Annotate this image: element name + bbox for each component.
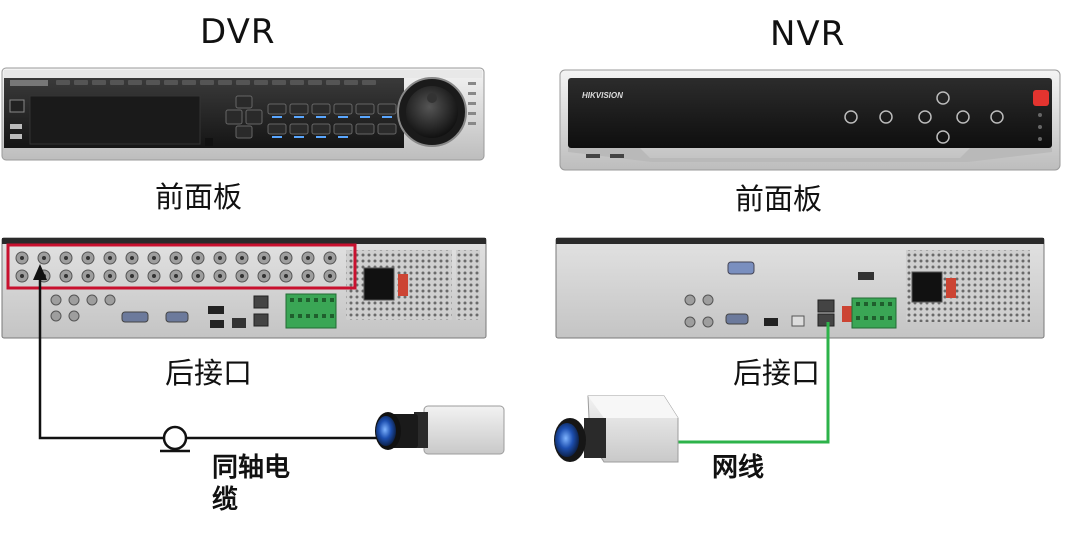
coax-arrow-head (33, 264, 47, 280)
coax-cable-label-line1: 同轴电 (212, 453, 291, 483)
video-input-highlight (6, 243, 357, 290)
network-cable (666, 322, 830, 444)
dvr-title: DVR (200, 12, 276, 52)
coax-connector-icon (162, 425, 188, 451)
analog-camera-icon (375, 405, 505, 455)
nvr-rear-label: 后接口 (733, 356, 821, 390)
power-icon (1033, 90, 1049, 106)
nvr-rear-panel (555, 237, 1045, 339)
nvr-front-label: 前面板 (735, 182, 823, 216)
coax-cable-label: 同轴电 缆 (212, 452, 290, 516)
coax-cable (38, 272, 383, 440)
nvr-title: NVR (770, 14, 846, 54)
nvr-brand: HIKVISION (582, 91, 623, 100)
nvr-front-panel (559, 69, 1061, 171)
network-cable-label: 网线 (712, 453, 765, 483)
dvr-front-panel (1, 67, 485, 161)
ip-camera-icon (554, 395, 679, 463)
dvr-rear-label: 后接口 (165, 356, 253, 390)
dvr-front-label: 前面板 (155, 180, 243, 214)
coax-cable-label-line2: 缆 (212, 485, 239, 515)
